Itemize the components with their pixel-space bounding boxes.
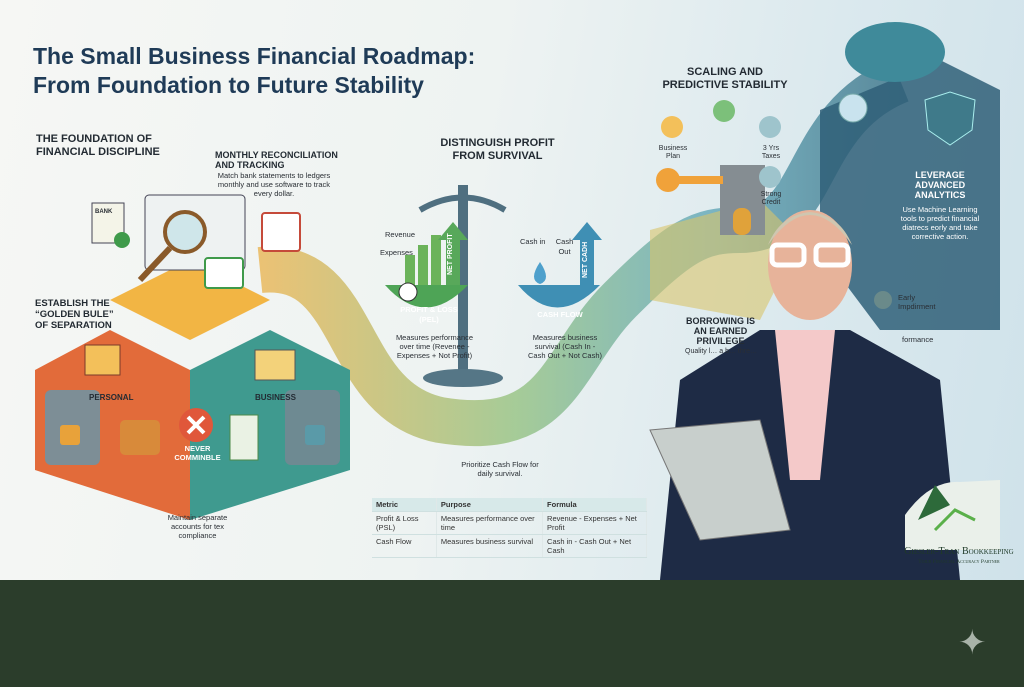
cash-out-label: Cash Out — [555, 237, 574, 256]
footer-band — [0, 580, 1024, 687]
credit-label: Strong Credit — [760, 191, 782, 206]
roadmap-path — [35, 22, 1000, 580]
profit-loss-desc: Measures performance over time (Revenee … — [395, 333, 474, 360]
crystal-ball-icon — [838, 93, 868, 123]
calendar-icon — [261, 212, 301, 252]
cash-bowl — [518, 285, 600, 308]
cube-top — [110, 260, 270, 340]
brain-icon — [845, 22, 945, 82]
net-profit-label: NET PROFIT — [447, 233, 454, 275]
scale-post — [458, 185, 468, 375]
reconciliation-desc: Match bank statements to ledgers monthly… — [217, 171, 331, 198]
cash-in-label: Cash in — [520, 237, 546, 246]
revenue-label: Revenue — [385, 230, 416, 239]
business-plan-icon — [661, 116, 683, 138]
clock-icon — [398, 282, 418, 302]
early-impairment-label: Early Impdirment — [898, 293, 936, 311]
net-cash-label: NET CADH — [582, 241, 589, 278]
clipboard — [649, 419, 791, 541]
performance-partial-label: formance — [902, 335, 934, 344]
lock-icon — [305, 425, 325, 445]
bank-label: BANK — [95, 209, 113, 215]
calendar-icon — [204, 257, 244, 289]
borrowing-desc: Quality l… a b… thre… — [685, 348, 757, 355]
sparkle-icon: ✦ — [958, 624, 987, 662]
person-head — [768, 210, 852, 320]
check-icon — [114, 232, 130, 248]
business-cube — [190, 330, 350, 520]
prioritize-note: Prioritize Cash Flow for daily survival. — [461, 460, 539, 478]
credit-shield-icon — [759, 166, 781, 188]
taxes-icon — [759, 116, 781, 138]
personal-cube — [35, 330, 190, 520]
expenses-label: Expenses — [380, 248, 413, 257]
profit-loss-label: PROFIT & LOSS (PEL) — [400, 305, 458, 324]
analytics-desc: Use Machine Learning tools to predict fi… — [900, 205, 980, 241]
net-profit-arrow — [438, 222, 468, 285]
brand-logo-mark — [918, 485, 950, 520]
brand-name: Giesler-Tran Bookkeeping — [904, 546, 1014, 557]
water-drop-icon — [534, 262, 546, 284]
cash-flow-label: CASH FLOW — [537, 310, 583, 319]
wallet-icon — [120, 420, 160, 455]
lock-icon — [60, 425, 80, 445]
key-icon — [656, 168, 680, 192]
storefront-icon — [254, 349, 296, 381]
maintain-note: Maintain separate accounts for tex compl… — [167, 513, 228, 540]
separation-heading: ESTABLISH THE“GOLDEN BULE”OF SEPARATION — [35, 298, 114, 331]
document-icon — [713, 100, 735, 122]
early-impairment-icon — [874, 291, 892, 309]
page-title: The Small Business Financial Roadmap:Fro… — [33, 43, 476, 98]
house-icon — [84, 344, 121, 376]
net-cash-arrow — [572, 222, 602, 285]
business-plan-label: Business Plan — [658, 145, 688, 160]
taxes-label: 3 Yrs Taxes — [761, 145, 781, 160]
business-label: BUSINESS — [255, 393, 296, 402]
brand-tagline: Toiur Financial Accuracy Partner — [918, 559, 1000, 565]
cash-flow-desc: Measures business survival (Cash In - Ca… — [528, 333, 602, 360]
personal-label: PERSONAL — [89, 393, 134, 402]
table-row: Profit & Loss (PSL)Measures performance … — [372, 511, 647, 535]
ledger-icon — [229, 414, 259, 461]
magnifier-icon — [163, 210, 207, 254]
shield-check-icon — [924, 91, 976, 146]
